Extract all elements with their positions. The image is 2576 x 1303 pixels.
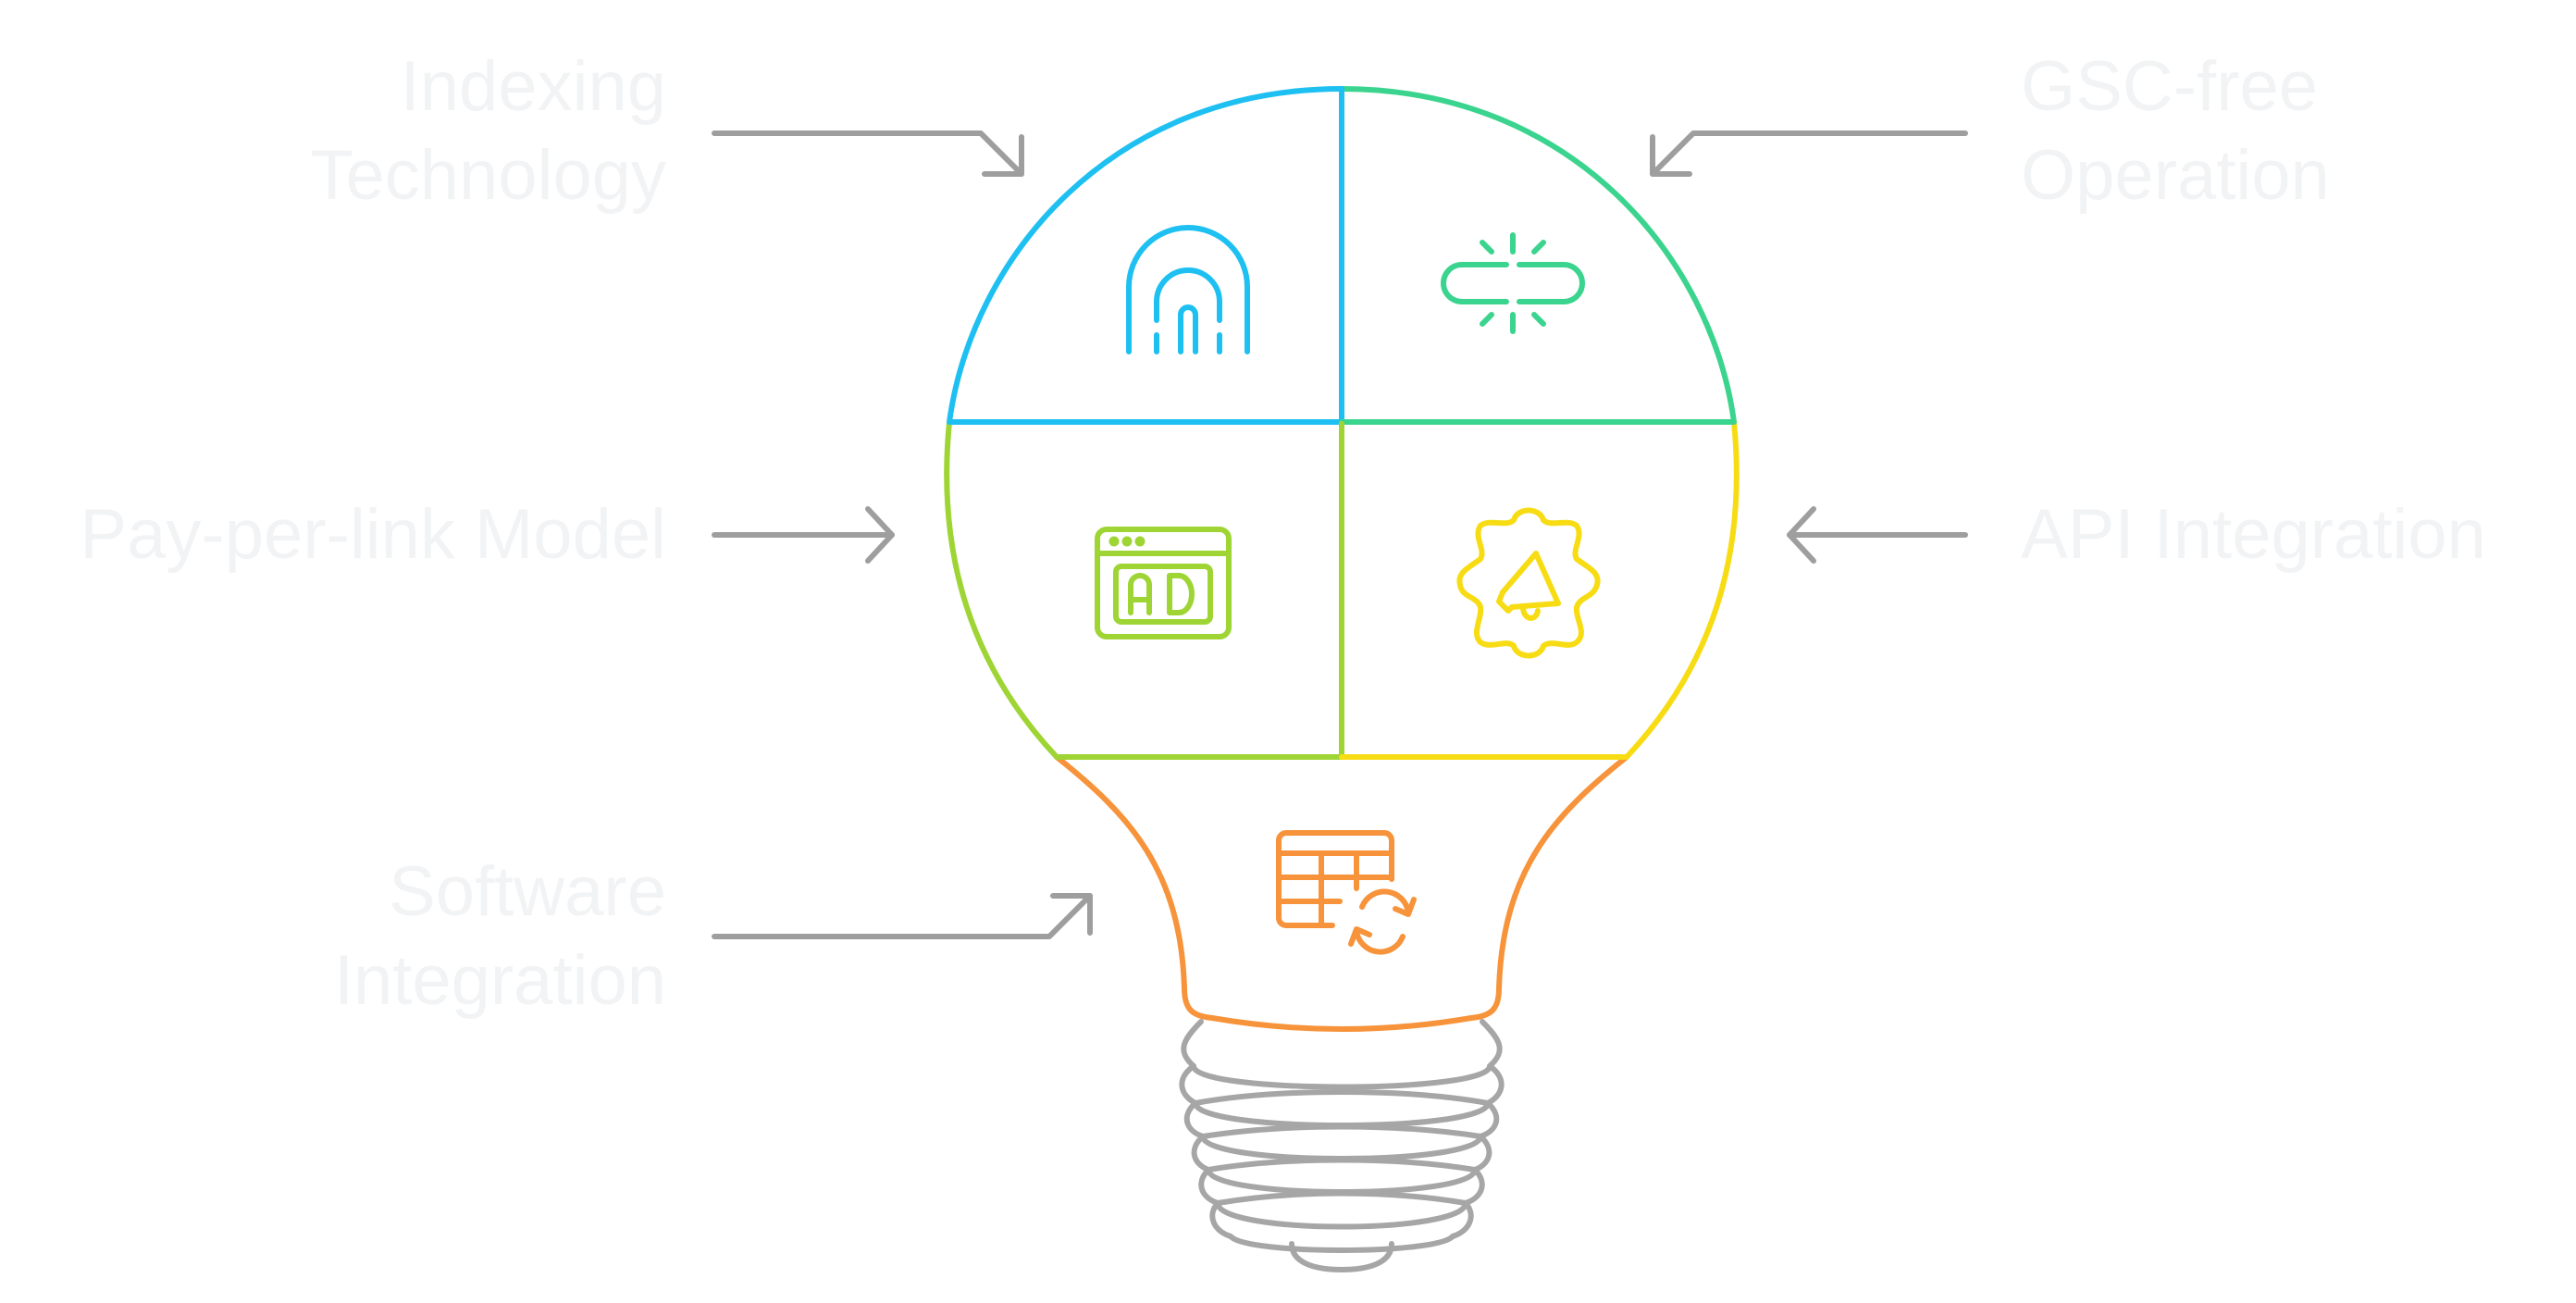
fingerprint-icon [1126, 225, 1250, 354]
label-gsc-free-operation: GSC-free Operation [2021, 47, 2330, 215]
label-indexing-technology: Indexing Technology [310, 47, 667, 215]
bulb-base [1179, 1019, 1505, 1272]
megaphone-gear-icon [1456, 507, 1601, 659]
label-software-integration: Software Integration [333, 852, 666, 1020]
bulb-outline-middle-right [1624, 419, 1740, 760]
label-api-integration: API Integration [2021, 495, 2486, 574]
bulb-outline-bottom [1054, 754, 1629, 1032]
arrow-pay-per-link-model [712, 506, 895, 564]
bulb-outline-top-right [1339, 86, 1737, 425]
arrow-gsc-free-operation [1650, 130, 1968, 177]
bulb-outline-middle-left [944, 419, 1059, 760]
label-pay-per-link-model: Pay-per-link Model [80, 495, 666, 574]
arrow-indexing-technology [712, 130, 1024, 177]
arrow-api-integration [1787, 506, 1968, 564]
arrow-software-integration [712, 893, 1093, 939]
ad-browser-icon [1095, 527, 1232, 639]
bulb-outline-top-left [947, 86, 1344, 425]
spreadsheet-sync-icon [1276, 830, 1417, 955]
broken-link-icon [1441, 232, 1585, 334]
